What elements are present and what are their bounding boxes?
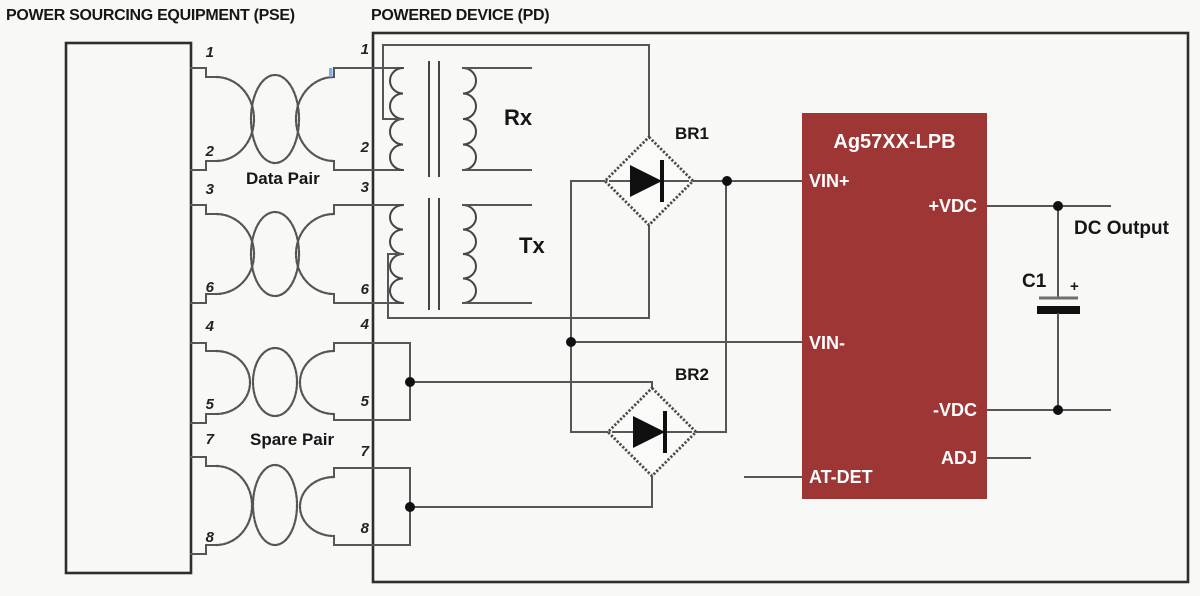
spare-pair-label: Spare Pair [250, 430, 335, 449]
wires [570, 180, 1111, 478]
diode-icon [633, 416, 665, 448]
spare-pair-brackets [409, 342, 653, 546]
ag57xx-chip-body [802, 113, 987, 499]
chip-pin-at-det: AT-DET [809, 467, 873, 487]
br1-label: BR1 [675, 124, 710, 143]
chip-pin-minus-vdc: -VDC [933, 400, 977, 420]
artifact-tick [329, 68, 333, 77]
diode-icon [630, 165, 662, 197]
pse-pin-1: 1 [205, 44, 214, 61]
pse-pin-7: 7 [205, 431, 214, 448]
dc-output-label: DC Output [1074, 218, 1169, 239]
pse-pin-5: 5 [205, 396, 214, 413]
tx-transformer [387, 198, 650, 319]
capacitor-polarity-plus: + [1070, 278, 1079, 295]
junction-dots [405, 176, 1063, 512]
br2-positive-wire [695, 180, 727, 433]
tx-center-tap-wire [387, 225, 650, 319]
pd-pin-6: 6 [360, 281, 369, 298]
chip-pin-vin-minus: VIN- [809, 333, 845, 353]
br2-label: BR2 [675, 365, 710, 384]
chip-title: Ag57XX-LPB [833, 131, 956, 153]
pse-pin-2: 2 [205, 143, 214, 160]
chip-pin-plus-vdc: +VDC [928, 196, 977, 216]
rx-transformer [382, 44, 650, 177]
pd-pin-4: 4 [360, 316, 369, 333]
pse-box [64, 41, 193, 575]
capacitor-c1 [1037, 205, 1080, 411]
pse-title: POWER SOURCING EQUIPMENT (PSE) [6, 7, 295, 24]
chip-pin-vin-plus: VIN+ [809, 171, 850, 191]
pse-pin-4: 4 [205, 318, 214, 335]
chip-pin-adj: ADJ [940, 448, 977, 468]
pse-pin-3: 3 [205, 181, 214, 198]
pd-pin-1: 1 [360, 41, 369, 58]
c1-label: C1 [1022, 271, 1047, 292]
bridge-rectifier-br2 [606, 386, 698, 478]
pd-pin-7: 7 [360, 443, 369, 460]
rx-center-tap-wire [382, 44, 650, 139]
twisted-pair-data-3-6 [190, 204, 404, 304]
pd-pin-5: 5 [360, 393, 369, 410]
twisted-pair-data-1-2 [190, 67, 404, 171]
pd-box [371, 31, 1190, 584]
twisted-pair-spare-7-8 [190, 456, 411, 555]
pd-pin-2: 2 [360, 139, 369, 156]
pd-pin-8: 8 [360, 520, 369, 537]
pse-pin-8: 8 [205, 529, 214, 546]
bridge-rectifier-br1 [603, 135, 695, 227]
rx-label: Rx [504, 105, 533, 130]
tx-label: Tx [519, 233, 545, 258]
negative-rail-wire [570, 180, 609, 433]
pse-pin-6: 6 [205, 279, 214, 296]
data-pair-label: Data Pair [246, 169, 320, 188]
pd-title: POWERED DEVICE (PD) [371, 7, 550, 24]
pd-pin-3: 3 [360, 179, 369, 196]
twisted-pair-spare-4-5 [190, 342, 411, 424]
